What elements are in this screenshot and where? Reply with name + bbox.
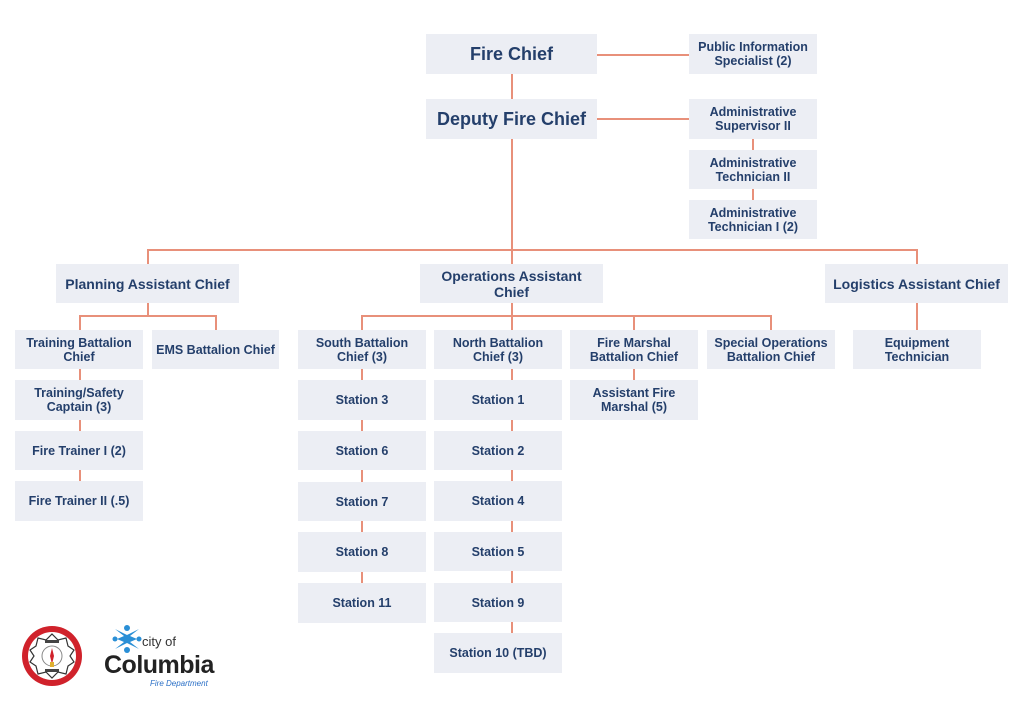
node-station-7: Station 7 — [298, 482, 426, 521]
node-ems-battalion-chief: EMS Battalion Chief — [152, 330, 279, 369]
fire-rescue-badge-logo — [20, 624, 84, 688]
connector-deputy-trunk — [511, 139, 513, 264]
connector-south-bc-drop — [361, 315, 363, 330]
node-fire-marshal-battalion-chief: Fire Marshal Battalion Chief — [570, 330, 698, 369]
connector-ems-bc-drop — [215, 315, 217, 330]
connector-logistics-equipment — [916, 303, 918, 330]
connector-training-bc-safety — [79, 369, 81, 380]
node-planning-assistant-chief: Planning Assistant Chief — [56, 264, 239, 303]
connector-planning-drop — [147, 249, 149, 264]
connector-fire-marshal-assistant — [633, 369, 635, 380]
node-logistics-assistant-chief: Logistics Assistant Chief — [825, 264, 1008, 303]
city-of-columbia-logo: city of Columbia Fire Department — [104, 624, 216, 688]
connector-south-column — [361, 369, 363, 584]
columbia-wordmark: Columbia — [104, 651, 214, 679]
node-deputy-fire-chief: Deputy Fire Chief — [426, 99, 597, 139]
node-fire-trainer-2: Fire Trainer II (.5) — [15, 481, 143, 521]
connector-admin-sup-tech2 — [752, 139, 754, 150]
node-station-8: Station 8 — [298, 532, 426, 572]
connector-operations-bar — [361, 315, 771, 317]
connector-admin-tech2-tech1 — [752, 189, 754, 200]
node-station-4: Station 4 — [434, 481, 562, 521]
node-operations-assistant-chief: Operations Assistant Chief — [420, 264, 603, 303]
badge-icon — [22, 626, 82, 686]
node-station-10: Station 10 (TBD) — [434, 633, 562, 673]
connector-special-ops-drop — [770, 315, 772, 330]
city-of-text: city of — [142, 634, 176, 649]
city-emblem-icon — [112, 625, 142, 653]
node-station-11: Station 11 — [298, 583, 426, 623]
node-training-battalion-chief: Training Battalion Chief — [15, 330, 143, 369]
node-special-operations-battalion-chief: Special Operations Battalion Chief — [707, 330, 835, 369]
connector-logistics-drop — [916, 249, 918, 264]
connector-assistant-chiefs-bar — [147, 249, 917, 251]
node-station-3: Station 3 — [298, 380, 426, 420]
node-fire-chief: Fire Chief — [426, 34, 597, 74]
node-station-6: Station 6 — [298, 431, 426, 470]
node-administrative-supervisor: Administrative Supervisor II — [689, 99, 817, 139]
node-equipment-technician: Equipment Technician — [853, 330, 981, 369]
connector-trainer1-trainer2 — [79, 470, 81, 481]
node-administrative-technician-1: Administrative Technician I (2) — [689, 200, 817, 239]
connector-fire-marshal-drop — [633, 315, 635, 330]
node-assistant-fire-marshal: Assistant Fire Marshal (5) — [570, 380, 698, 420]
node-north-battalion-chief: North Battalion Chief (3) — [434, 330, 562, 369]
node-station-1: Station 1 — [434, 380, 562, 420]
connector-operations-trunk — [511, 303, 513, 330]
connector-planning-trunk — [147, 303, 149, 316]
node-south-battalion-chief: South Battalion Chief (3) — [298, 330, 426, 369]
node-station-5: Station 5 — [434, 532, 562, 571]
connector-planning-bar — [79, 315, 216, 317]
connector-training-bc-drop — [79, 315, 81, 330]
connector-fire-chief-deputy — [511, 74, 513, 99]
node-public-information-specialist: Public Information Specialist (2) — [689, 34, 817, 74]
node-station-9: Station 9 — [434, 583, 562, 622]
fire-department-text: Fire Department — [150, 679, 208, 688]
connector-fire-chief-public-info — [597, 54, 689, 56]
node-administrative-technician-2: Administrative Technician II — [689, 150, 817, 189]
connector-deputy-admin — [597, 118, 689, 120]
connector-safety-trainer1 — [79, 420, 81, 431]
node-fire-trainer-1: Fire Trainer I (2) — [15, 431, 143, 470]
node-station-2: Station 2 — [434, 431, 562, 470]
node-training-safety-captain: Training/Safety Captain (3) — [15, 380, 143, 420]
